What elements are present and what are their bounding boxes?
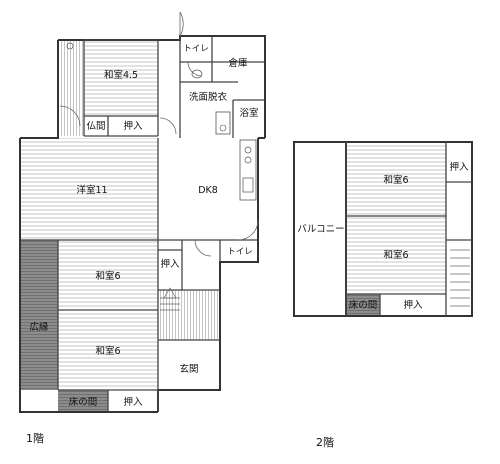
stove-icon — [244, 146, 252, 154]
room-soko: 倉庫 — [228, 57, 248, 69]
room-toilet-top: トイレ — [183, 44, 209, 54]
floor-label-2f: 2階 — [316, 435, 334, 449]
room-2f-washitsu-6b: 和室6 — [383, 249, 408, 261]
room-senmen: 洗面脱衣 — [189, 91, 228, 103]
room-2f-tokonoma: 床の間 — [349, 299, 378, 311]
yoshitsu-floor — [20, 138, 158, 240]
kitchen-counter — [239, 139, 257, 201]
room-yoshitsu: 洋室11 — [76, 184, 107, 196]
room-hiroen: 広縁 — [29, 321, 49, 333]
room-washitsu-6b: 和室6 — [95, 345, 120, 357]
room-oshiire-top: 押入 — [123, 120, 143, 132]
room-washitsu-6a: 和室6 — [95, 270, 120, 282]
room-butsuma: 仏間 — [86, 121, 105, 132]
room-2f-oshiire-b: 押入 — [403, 299, 423, 311]
room-oshiire-bot: 押入 — [123, 396, 143, 408]
second-floor: 和室6 押入 バルコニー 和室6 床の間 押入 2階 — [293, 141, 473, 449]
room-tokonoma: 床の間 — [69, 396, 98, 408]
room-2f-oshiire-a: 押入 — [449, 161, 469, 173]
room-washitsu-45: 和室4.5 — [104, 69, 138, 81]
washbasin-icon — [215, 111, 231, 135]
room-yokushitsu: 浴室 — [239, 107, 258, 119]
room-dk: DK8 — [198, 185, 218, 196]
hiroen-floor — [20, 240, 58, 390]
stairs-2f-icon — [450, 249, 470, 307]
tokonoma-floor — [58, 390, 108, 412]
room-toilet-mid: トイレ — [227, 247, 253, 257]
room-genkan: 玄関 — [179, 363, 198, 375]
toilet-icon — [191, 69, 203, 79]
floor-label-1f: 1階 — [26, 431, 44, 445]
room-2f-washitsu-6a: 和室6 — [383, 174, 408, 186]
room-oshiire-mid: 押入 — [160, 258, 180, 270]
room-2f-balcony: バルコニー — [297, 224, 344, 235]
sink-icon — [242, 177, 254, 193]
tokonoma-2f-floor — [346, 294, 380, 316]
first-floor: 和室4.5 倉庫 トイレ 洗面脱衣 浴室 仏間 押入 洋室11 DK8 和室6 … — [19, 11, 266, 445]
stairs-icon — [160, 287, 180, 311]
